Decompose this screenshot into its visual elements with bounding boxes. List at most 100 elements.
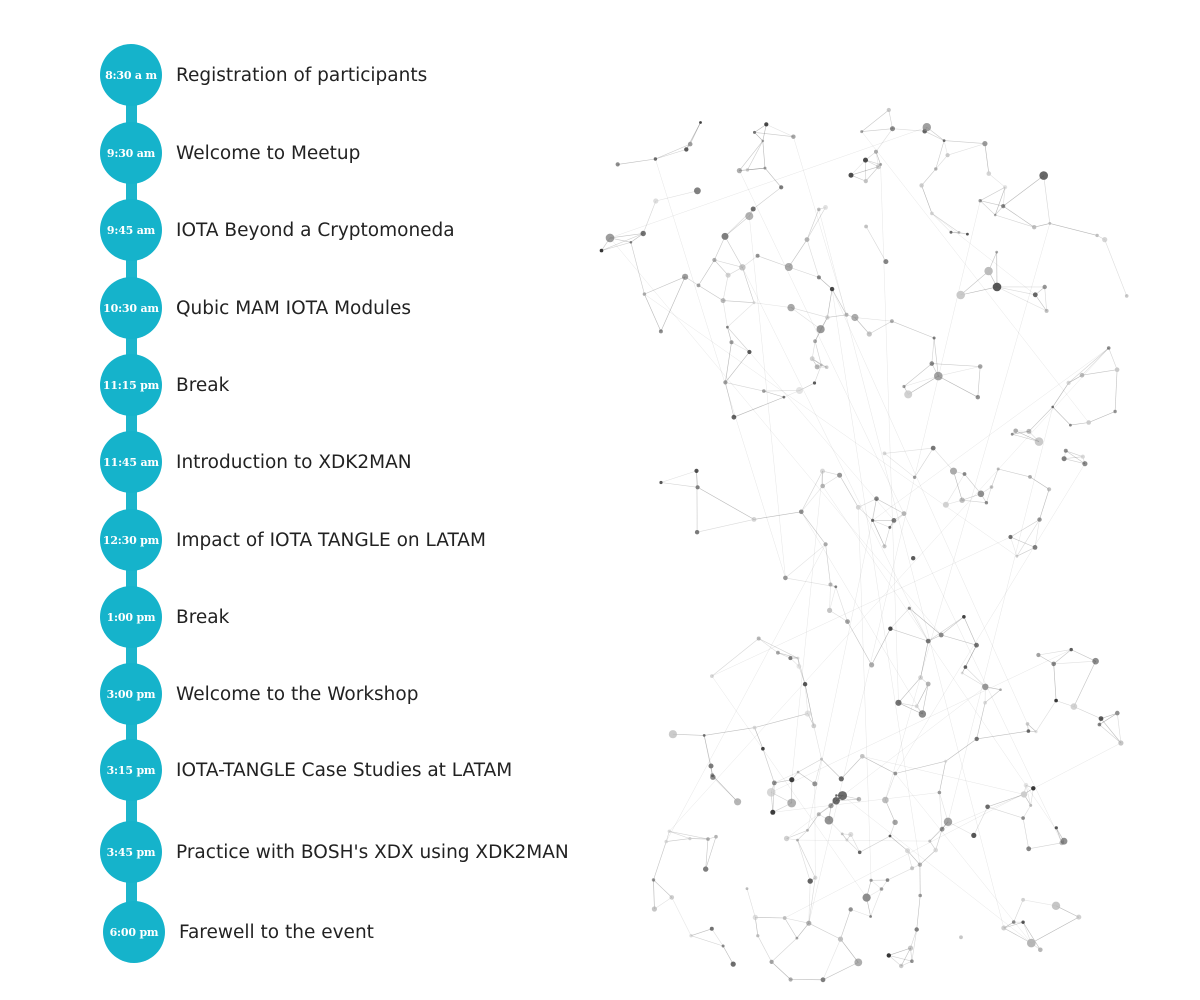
network-node xyxy=(788,656,793,661)
network-link xyxy=(1100,712,1118,719)
network-link xyxy=(919,849,936,865)
network-node xyxy=(854,958,863,967)
network-link xyxy=(771,649,1072,793)
network-link xyxy=(653,879,673,898)
network-link xyxy=(1003,205,1035,228)
network-link xyxy=(846,839,860,853)
network-link xyxy=(1114,369,1118,412)
network-link xyxy=(774,779,792,784)
network-node xyxy=(869,662,875,668)
network-link xyxy=(1065,450,1086,464)
network-node xyxy=(816,325,825,334)
network-node xyxy=(844,312,849,317)
network-link xyxy=(960,286,998,296)
network-link xyxy=(753,511,802,520)
network-link xyxy=(1022,922,1041,950)
session-title: Farewell to the event xyxy=(179,921,374,943)
network-node xyxy=(883,259,889,265)
network-node xyxy=(832,797,840,805)
network-link xyxy=(665,831,670,842)
network-node xyxy=(1042,284,1047,290)
network-node xyxy=(1054,826,1058,830)
network-link xyxy=(829,584,831,611)
network-link xyxy=(850,174,866,182)
network-link xyxy=(875,128,893,152)
network-node xyxy=(983,700,987,705)
network-link xyxy=(850,166,879,176)
network-node xyxy=(769,959,774,965)
network-link xyxy=(788,266,819,278)
network-node xyxy=(982,683,989,690)
network-link xyxy=(854,317,870,335)
network-node xyxy=(914,704,919,709)
network-node xyxy=(984,501,989,505)
network-node xyxy=(960,671,964,675)
network-link xyxy=(870,880,882,890)
network-link xyxy=(711,675,867,898)
network-node xyxy=(1097,722,1102,727)
network-node xyxy=(699,121,702,124)
network-link xyxy=(669,347,1109,832)
network-link xyxy=(961,645,977,674)
network-link xyxy=(888,955,912,962)
network-node xyxy=(796,838,799,842)
network-link xyxy=(725,351,750,383)
network-link xyxy=(996,286,1047,312)
network-link xyxy=(797,771,815,785)
network-node xyxy=(1086,420,1091,425)
network-node xyxy=(857,850,862,855)
network-link xyxy=(963,616,977,646)
network-node xyxy=(966,232,969,236)
network-node xyxy=(669,895,675,900)
network-node xyxy=(695,485,700,490)
network-link xyxy=(875,151,881,165)
network-node xyxy=(1066,380,1071,385)
schedule-item: 6:00 pm Farewell to the event xyxy=(103,901,374,963)
network-node xyxy=(943,817,953,826)
network-link xyxy=(808,881,811,924)
network-node xyxy=(1115,710,1120,716)
network-node xyxy=(771,780,777,786)
network-link xyxy=(801,470,823,512)
network-node xyxy=(912,475,917,479)
network-link xyxy=(725,382,735,418)
network-node xyxy=(992,282,1002,292)
network-node xyxy=(1021,816,1025,820)
network-link xyxy=(655,158,786,578)
network-link xyxy=(924,130,945,141)
network-node xyxy=(995,250,999,254)
network-link xyxy=(928,616,965,642)
network-node xyxy=(996,467,1000,471)
network-node xyxy=(837,936,844,942)
network-node xyxy=(932,336,936,340)
network-node xyxy=(978,199,982,203)
session-title: IOTA-TANGLE Case Studies at LATAM xyxy=(176,759,513,781)
network-link xyxy=(870,888,882,917)
network-node xyxy=(893,771,898,776)
network-link xyxy=(980,186,1006,201)
network-link xyxy=(806,239,820,278)
network-node xyxy=(851,313,859,322)
network-link xyxy=(850,159,866,176)
network-node xyxy=(745,168,750,172)
network-link xyxy=(714,259,743,268)
network-link xyxy=(976,702,986,739)
network-node xyxy=(1032,225,1037,230)
network-link xyxy=(806,209,820,240)
network-node xyxy=(934,371,943,381)
network-link xyxy=(1108,347,1118,370)
network-link xyxy=(1043,175,1051,224)
network-node xyxy=(1051,661,1056,667)
network-node xyxy=(874,149,878,154)
network-link xyxy=(1071,649,1096,662)
network-link xyxy=(884,527,891,547)
network-link xyxy=(941,634,977,646)
network-link xyxy=(865,159,881,165)
session-title: Practice with BOSH's XDX using XDK2MAN xyxy=(176,841,569,863)
network-node xyxy=(782,916,787,920)
session-title: Break xyxy=(176,374,230,396)
network-node xyxy=(910,866,915,871)
network-node xyxy=(736,168,743,174)
network-node xyxy=(819,363,823,367)
